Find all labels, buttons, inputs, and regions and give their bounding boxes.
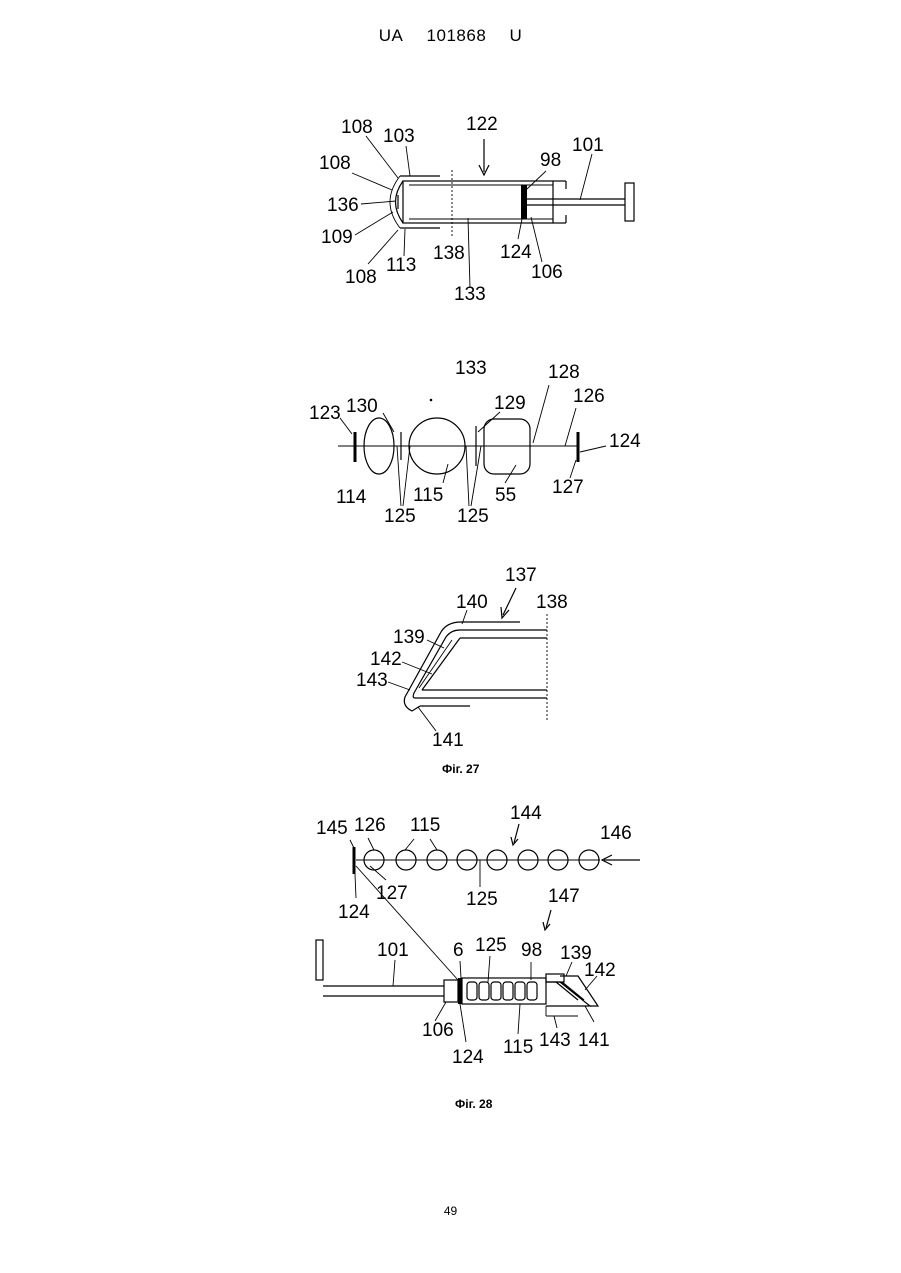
label: 133 bbox=[454, 284, 486, 305]
label: 137 bbox=[505, 565, 537, 586]
label: 106 bbox=[531, 262, 563, 283]
syringe-figure: 108 103 122 98 101 108 136 109 108 113 1… bbox=[319, 114, 634, 305]
label: 138 bbox=[536, 592, 568, 613]
label: 113 bbox=[386, 255, 416, 276]
label: 146 bbox=[600, 823, 632, 844]
label: 124 bbox=[452, 1047, 484, 1068]
label: 125 bbox=[475, 935, 507, 956]
chain-figure: 133 128 126 123 130 129 124 114 125 115 … bbox=[309, 358, 641, 527]
label: 128 bbox=[548, 362, 580, 383]
label: 127 bbox=[552, 477, 584, 498]
plunger-head bbox=[625, 183, 634, 221]
label: 124 bbox=[338, 902, 370, 923]
label: 108 bbox=[319, 153, 351, 174]
label: 139 bbox=[393, 627, 425, 648]
fig28-drawing: 145 126 115 144 146 127 125 124 147 101 … bbox=[316, 803, 640, 1068]
label: 147 bbox=[548, 886, 580, 907]
label: 98 bbox=[521, 940, 542, 961]
label: 123 bbox=[309, 403, 341, 424]
label: 101 bbox=[377, 940, 409, 961]
label: 122 bbox=[466, 114, 498, 135]
page-number: 49 bbox=[0, 1204, 901, 1218]
label: 143 bbox=[356, 670, 388, 691]
fig27-drawing: 137 140 138 139 142 143 141 bbox=[356, 565, 568, 751]
label: 142 bbox=[584, 960, 616, 981]
label: 144 bbox=[510, 803, 542, 824]
label: 108 bbox=[341, 117, 373, 138]
label: 130 bbox=[346, 396, 378, 417]
label: 109 bbox=[321, 227, 353, 248]
label: 138 bbox=[433, 243, 465, 264]
label: 133 bbox=[455, 358, 487, 379]
label: 98 bbox=[540, 150, 561, 171]
label: 125 bbox=[384, 506, 416, 527]
label: 143 bbox=[539, 1030, 571, 1051]
label: 106 bbox=[422, 1020, 454, 1041]
fig27-caption: Фіг. 27 bbox=[442, 762, 479, 776]
block-55 bbox=[484, 419, 530, 474]
label: 6 bbox=[453, 940, 464, 961]
label: 136 bbox=[327, 195, 359, 216]
label: 108 bbox=[345, 267, 377, 288]
label: 124 bbox=[500, 242, 532, 263]
label: 141 bbox=[432, 730, 464, 751]
label: 141 bbox=[578, 1030, 610, 1051]
stopper-124 bbox=[521, 185, 527, 219]
label: 126 bbox=[573, 386, 605, 407]
label: 127 bbox=[376, 883, 408, 904]
syringe-barrel bbox=[403, 181, 553, 223]
label: 115 bbox=[413, 485, 443, 506]
label: 125 bbox=[466, 889, 498, 910]
label: 101 bbox=[572, 135, 604, 156]
label: 114 bbox=[336, 487, 367, 508]
label: 140 bbox=[456, 592, 488, 613]
label: 115 bbox=[503, 1037, 533, 1058]
label: 55 bbox=[495, 485, 516, 506]
fig28-caption: Фіг. 28 bbox=[455, 1097, 492, 1111]
label: 124 bbox=[609, 431, 641, 452]
label: 142 bbox=[370, 649, 402, 670]
label: 125 bbox=[457, 506, 489, 527]
label: 115 bbox=[410, 815, 440, 836]
plunger-head bbox=[316, 940, 323, 980]
label: 103 bbox=[383, 126, 415, 147]
label: 126 bbox=[354, 815, 386, 836]
label: 145 bbox=[316, 818, 348, 839]
label: 129 bbox=[494, 393, 526, 414]
